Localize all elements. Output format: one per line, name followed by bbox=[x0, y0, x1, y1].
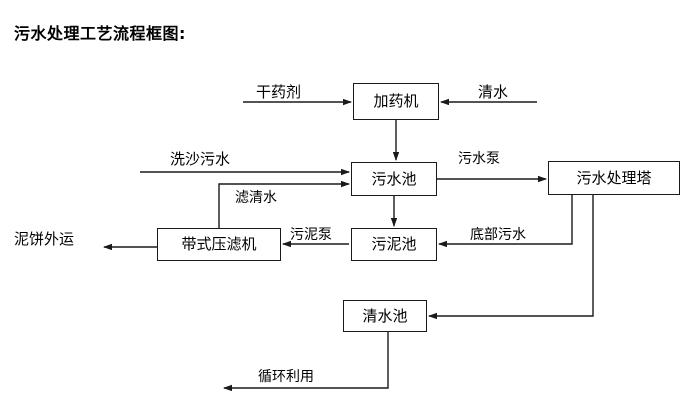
terminal-label-clean-water: 清水 bbox=[478, 83, 509, 101]
node-clear-water-pool[interactable]: 清水池 bbox=[343, 300, 427, 332]
edge-clear-water-recycle bbox=[223, 332, 389, 392]
terminal-label-wash-sand-sewage: 洗沙污水 bbox=[170, 150, 231, 168]
edge-label-sewage-pump: 污水泵 bbox=[458, 151, 500, 167]
edge-tower-to-clear-water bbox=[428, 195, 594, 320]
node-label: 污水池 bbox=[371, 169, 417, 188]
page-title: 污水处理工艺流程框图: bbox=[14, 24, 186, 43]
edge-label-filtrate: 滤清水 bbox=[235, 190, 277, 206]
node-sewage-pool[interactable]: 污水池 bbox=[351, 162, 437, 196]
node-sludge-pool[interactable]: 污泥池 bbox=[351, 228, 437, 261]
edge-label-recycle-use: 循环利用 bbox=[258, 369, 314, 385]
node-label: 污水处理塔 bbox=[576, 168, 652, 187]
edge-filtrate-to-sewage-pool bbox=[218, 180, 350, 228]
node-label: 清水池 bbox=[362, 306, 408, 325]
edge-label-bottom-sewage: 底部污水 bbox=[470, 227, 526, 243]
node-label: 加药机 bbox=[373, 92, 419, 110]
node-dosing-machine[interactable]: 加药机 bbox=[353, 83, 439, 120]
node-treatment-tower[interactable]: 污水处理塔 bbox=[548, 161, 680, 195]
node-label: 带式压滤机 bbox=[181, 235, 257, 253]
node-belt-filter-press[interactable]: 带式压滤机 bbox=[157, 228, 281, 261]
edge-tower-to-sludge-pool bbox=[438, 195, 573, 248]
terminal-label-mud-cake-transport: 泥饼外运 bbox=[14, 230, 75, 248]
terminal-label-dry-agent: 干药剂 bbox=[256, 83, 302, 101]
edge-label-sludge-pump: 污泥泵 bbox=[290, 227, 332, 243]
node-label: 污泥池 bbox=[371, 235, 417, 253]
